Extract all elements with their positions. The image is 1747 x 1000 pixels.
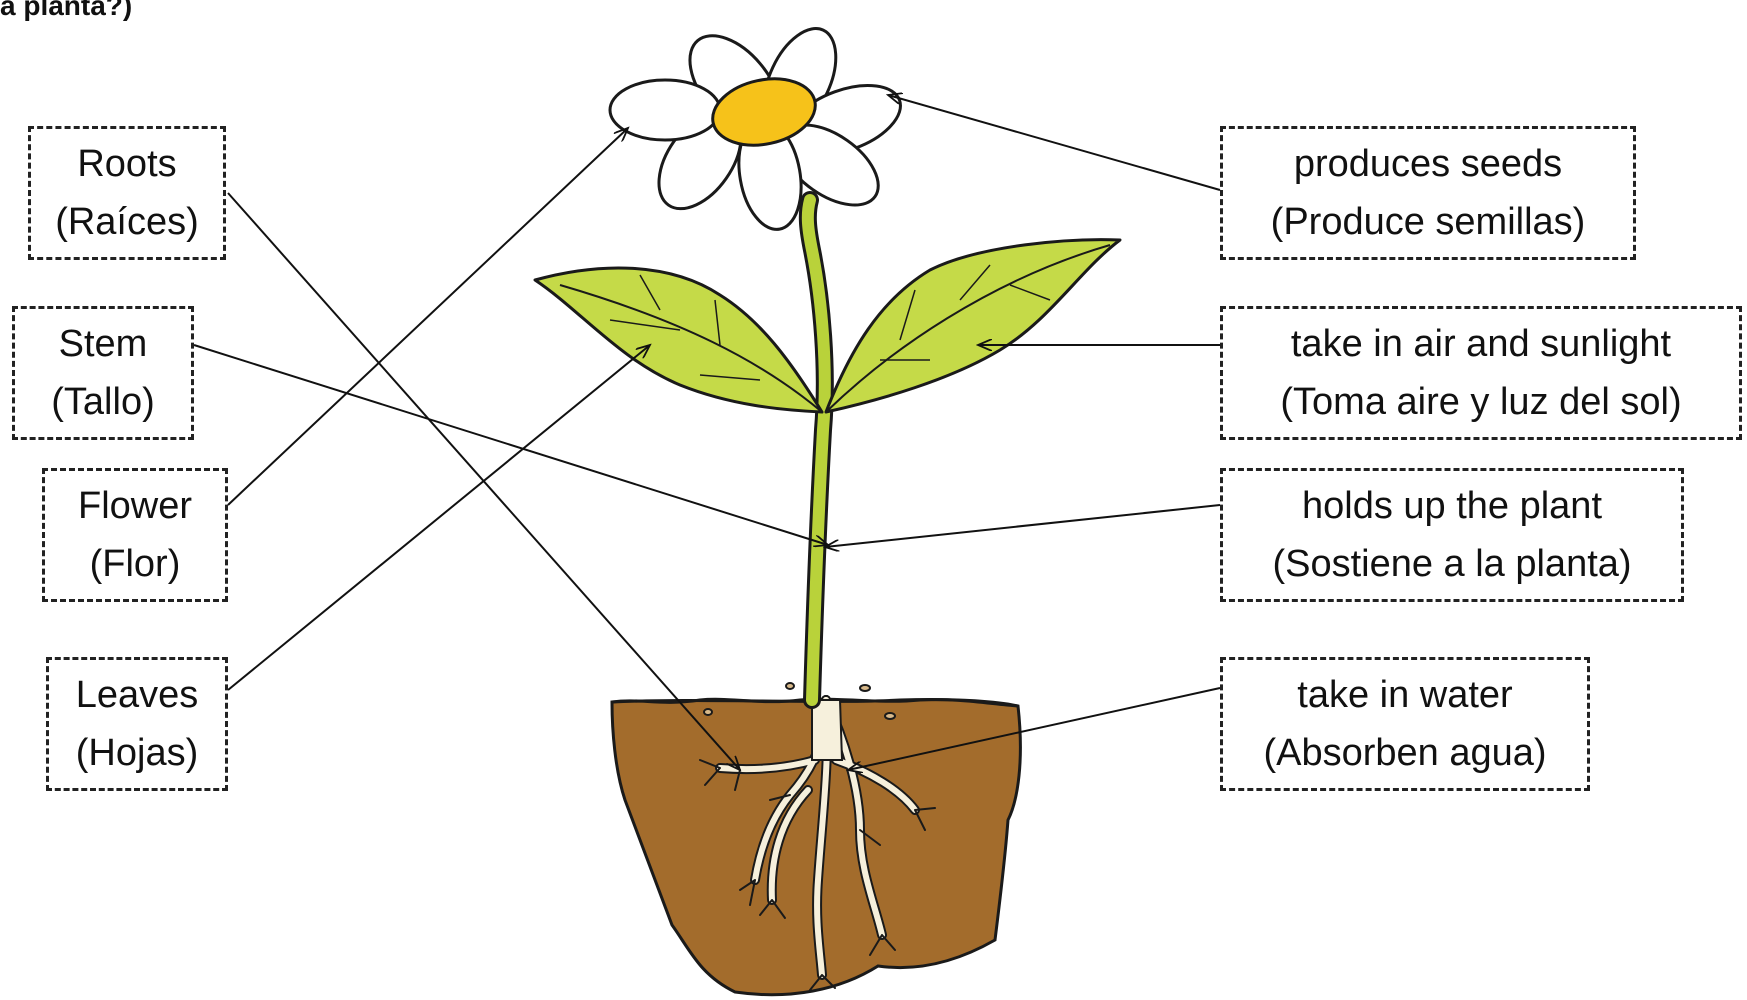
part-name-es: (Raíces) xyxy=(55,193,199,251)
part-name-en: Roots xyxy=(77,135,176,193)
function-text-es: (Produce semillas) xyxy=(1271,193,1586,251)
function-text-es: (Toma aire y luz del sol) xyxy=(1280,373,1681,431)
part-name-en: Stem xyxy=(59,315,148,373)
arrow-seeds-to-flower xyxy=(888,95,1220,190)
part-name-es: (Flor) xyxy=(90,535,181,593)
function-text-en: take in water xyxy=(1297,666,1512,724)
part-name-es: (Hojas) xyxy=(76,724,198,782)
function-text-es: (Absorben agua) xyxy=(1263,724,1546,782)
function-box-produces-seeds: produces seeds (Produce semillas) xyxy=(1220,126,1636,260)
part-box-roots: Roots (Raíces) xyxy=(28,126,226,260)
part-box-leaves: Leaves (Hojas) xyxy=(46,657,228,791)
plant-stem xyxy=(808,200,825,700)
function-text-es: (Sostiene a la planta) xyxy=(1272,535,1631,593)
arrow-flower-to-flower xyxy=(228,128,628,505)
plant-flower xyxy=(610,17,910,234)
arrow-leaves-to-leaves xyxy=(228,345,650,690)
part-box-stem: Stem (Tallo) xyxy=(12,306,194,440)
function-box-take-water: take in water (Absorben agua) xyxy=(1220,657,1590,791)
part-name-en: Flower xyxy=(78,477,192,535)
function-text-en: produces seeds xyxy=(1294,135,1562,193)
function-text-en: holds up the plant xyxy=(1302,477,1602,535)
part-name-en: Leaves xyxy=(76,666,199,724)
function-box-holds-up: holds up the plant (Sostiene a la planta… xyxy=(1220,468,1684,602)
part-name-es: (Tallo) xyxy=(51,373,154,431)
page-title: a planta?) xyxy=(0,0,132,23)
function-box-air-sunlight: take in air and sunlight (Toma aire y lu… xyxy=(1220,306,1742,440)
part-box-flower: Flower (Flor) xyxy=(42,468,228,602)
function-text-en: take in air and sunlight xyxy=(1291,315,1671,373)
arrow-holds-to-stem xyxy=(825,505,1220,547)
